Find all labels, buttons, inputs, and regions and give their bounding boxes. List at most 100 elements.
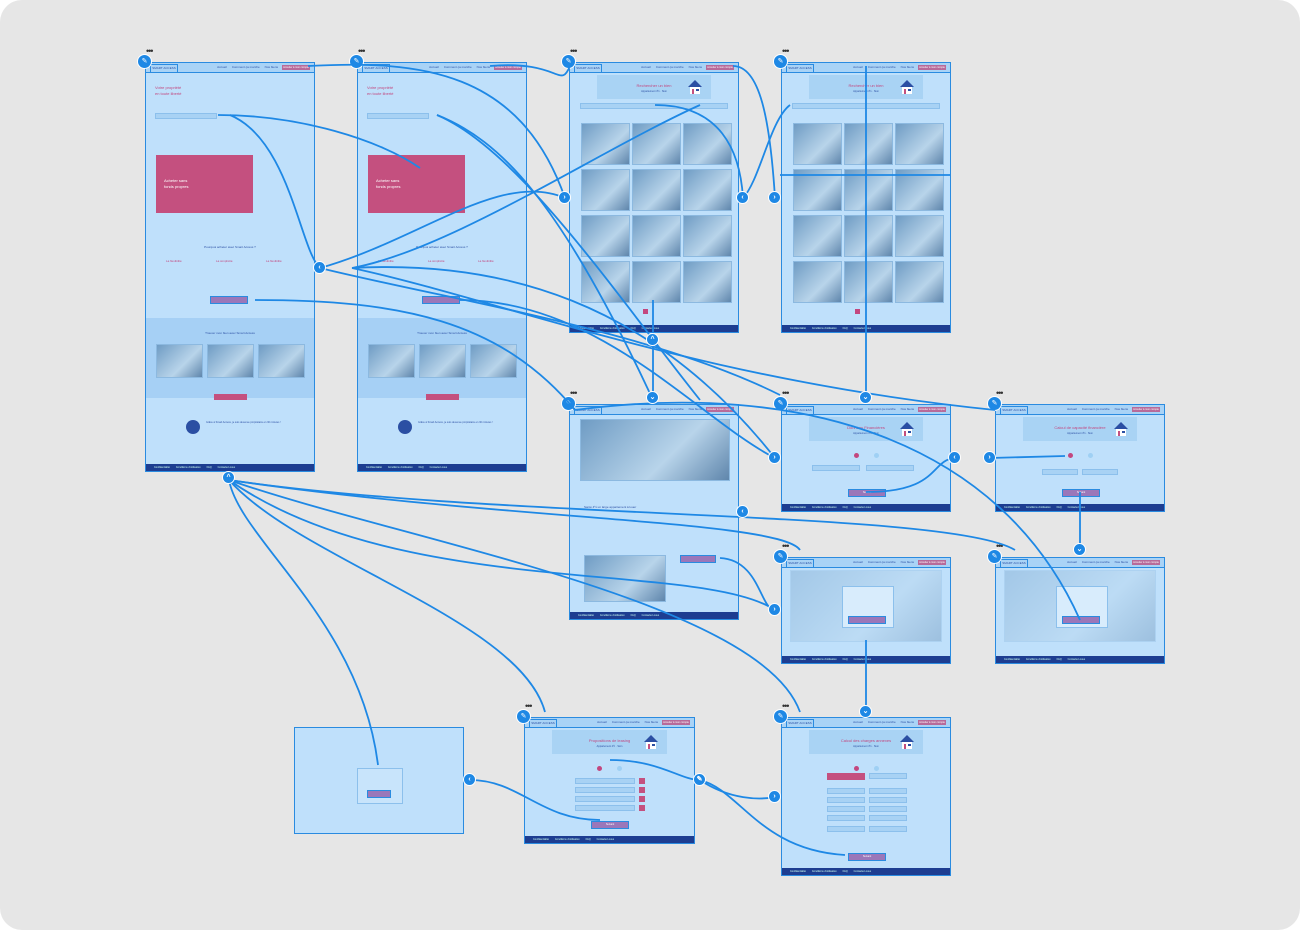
artboard-menu-icon[interactable]: ••• [782,388,790,398]
wire-target-icon[interactable]: › [768,191,781,204]
footer-link[interactable]: Contactez-nous [429,466,448,469]
footer-link[interactable]: Conditions d'utilisation [811,327,837,330]
footer-link[interactable]: Conditions d'utilisation [554,838,580,841]
logo[interactable]: SMART ACCESS [362,64,390,73]
logo[interactable]: SMART ACCESS [786,406,814,415]
wire-target-icon[interactable]: ^ [222,471,235,484]
nav-item[interactable]: Accueil [853,720,863,724]
artboard-menu-icon[interactable]: ••• [782,46,790,56]
account-button[interactable]: Accéder à mon compte [918,65,946,70]
search-bar[interactable] [367,113,429,119]
leasing-row[interactable] [575,796,635,802]
nav-item[interactable]: Comment ça marche [1081,407,1110,411]
pin-icon[interactable]: ✎ [773,54,788,69]
wire-target-icon[interactable]: ✎ [693,773,706,786]
footer-link[interactable]: Contactez-nous [1067,658,1086,661]
interaction-wire[interactable] [228,479,379,766]
pin-icon[interactable]: ✎ [137,54,152,69]
footer-link[interactable]: FAQ [206,466,212,469]
property-card[interactable] [207,344,254,378]
footer-link[interactable]: Contactez-nous [853,506,872,509]
charge-field[interactable] [869,806,907,812]
step-dot[interactable] [854,766,859,771]
footer-link[interactable]: Confidentialité [1004,658,1020,661]
search-bar[interactable] [792,103,940,109]
wire-target-icon[interactable]: › [768,790,781,803]
footer-link[interactable]: Contactez-nous [596,838,615,841]
leasing-row[interactable] [575,805,635,811]
pin-icon[interactable]: ✎ [987,396,1002,411]
property-thumbnail[interactable] [895,169,944,211]
logo[interactable]: SMART ACCESS [786,719,814,728]
step-dot[interactable] [854,453,859,458]
artboard-menu-icon[interactable]: ••• [358,46,366,56]
charge-field[interactable] [827,797,865,803]
interaction-wire[interactable] [228,479,546,713]
nav-item[interactable]: Accueil [1067,560,1077,564]
wire-target-icon[interactable]: ‹ [313,261,326,274]
nav-item[interactable]: Comment ça marche [655,407,684,411]
nav-item[interactable]: Nos biens [1114,560,1128,564]
logo[interactable]: SMART ACCESS [574,406,602,415]
wire-target-icon[interactable]: ⌄ [859,705,872,718]
artboard-menu-icon[interactable]: ••• [570,46,578,56]
nav-item[interactable]: Accueil [597,720,607,724]
wire-target-icon[interactable]: › [768,603,781,616]
property-thumbnail[interactable] [793,261,842,303]
footer-link[interactable]: Confidentialité [790,658,806,661]
artboard-menu-icon[interactable]: ••• [996,541,1004,551]
pin-icon[interactable]: ✎ [561,396,576,411]
charge-field[interactable] [869,815,907,821]
wire-target-icon[interactable]: › [983,451,996,464]
property-thumbnail[interactable] [632,261,681,303]
nav-item[interactable]: Comment ça marche [231,65,260,69]
footer-link[interactable]: Contactez-nous [853,870,872,873]
account-button[interactable]: Accéder à mon compte [918,407,946,412]
logo[interactable]: SMART ACCESS [786,64,814,73]
property-thumbnail[interactable] [581,169,630,211]
select-button[interactable] [639,805,645,811]
footer-link[interactable]: FAQ [1056,506,1062,509]
nav-item[interactable]: Comment ça marche [867,720,896,724]
artboard-charges[interactable]: SMART ACCESS Accueil Comment ça marche Nos … [781,717,951,876]
footer-link[interactable]: Confidentialité [578,327,594,330]
nav-item[interactable]: Comment ça marche [611,720,640,724]
nav-item[interactable]: Nos biens [688,65,702,69]
account-button[interactable]: Accéder à mon compte [706,407,734,412]
footer-link[interactable]: Confidentialité [578,614,594,617]
property-thumbnail[interactable] [844,215,893,257]
account-button[interactable]: Accéder à mon compte [1132,407,1160,412]
artboard-menu-icon[interactable]: ••• [525,701,533,711]
overlay-button[interactable] [367,790,391,798]
footer-link[interactable]: Contactez-nous [853,658,872,661]
footer-link[interactable]: Conditions d'utilisation [387,466,413,469]
property-thumbnail[interactable] [683,169,732,211]
logo[interactable]: SMART ACCESS [786,559,814,568]
input-field[interactable] [866,465,914,471]
leasing-row[interactable] [575,778,635,784]
nav-item[interactable]: Nos biens [900,720,914,724]
next-button[interactable]: Suivant [848,853,886,861]
property-thumbnail[interactable] [632,123,681,165]
property-thumbnail[interactable] [581,261,630,303]
account-button[interactable]: Accéder à mon compte [282,65,310,70]
artboard-menu-icon[interactable]: ••• [782,701,790,711]
nav-item[interactable]: Comment ça marche [655,65,684,69]
wire-target-icon[interactable]: › [768,451,781,464]
account-button[interactable]: Accéder à mon compte [918,560,946,565]
footer-link[interactable]: Contactez-nous [1067,506,1086,509]
nav-item[interactable]: Accueil [1067,407,1077,411]
footer-link[interactable]: Confidentialité [533,838,549,841]
footer-link[interactable]: FAQ [630,327,636,330]
footer-link[interactable]: Confidentialité [154,466,170,469]
account-button[interactable]: Accéder à mon compte [494,65,522,70]
property-thumbnail[interactable] [632,169,681,211]
nav-item[interactable]: Nos biens [900,65,914,69]
property-thumbnail[interactable] [844,123,893,165]
property-card[interactable] [368,344,415,378]
property-thumbnail[interactable] [581,123,630,165]
footer-link[interactable]: FAQ [630,614,636,617]
